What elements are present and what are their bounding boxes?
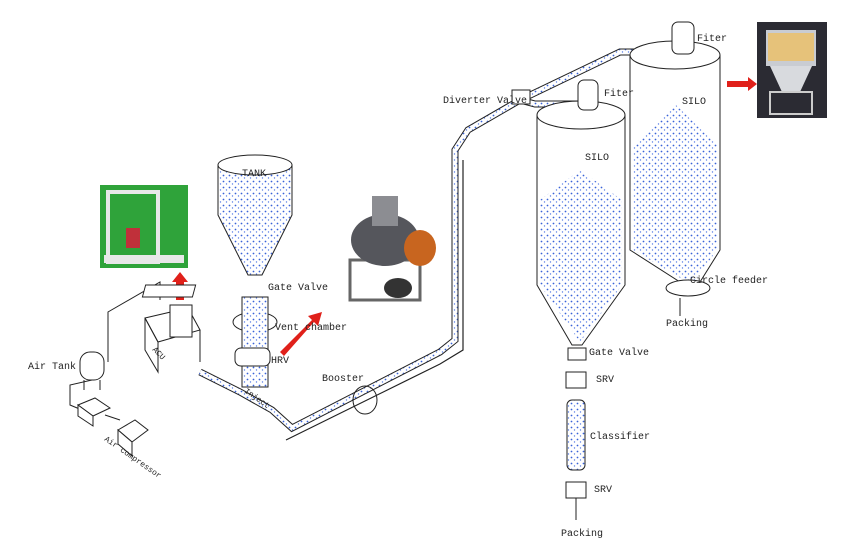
air-line [69, 281, 161, 421]
label-acu: ACU [150, 346, 167, 363]
label-gate-valve-silo: Gate Valve [589, 347, 649, 359]
label-srv-bottom: SRV [594, 485, 612, 496]
label-packing-bottom: Packing [561, 528, 603, 540]
label-vent-chamber: Vent chamber [275, 322, 347, 334]
label-air-tank: Air Tank [28, 361, 76, 373]
tank [141, 154, 293, 388]
label-booster: Booster [322, 374, 364, 385]
label-tank: TANK [242, 169, 266, 180]
label-packing-right: Packing [666, 318, 708, 330]
label-classifier: Classifier [590, 431, 650, 443]
label-hrv: HRV [271, 356, 289, 367]
acu-unit [144, 304, 201, 374]
label-gate-valve-tank: Gate Valve [268, 282, 328, 294]
label-silo-right: SILO [682, 97, 706, 108]
label-diverter-valve: Diverter Valve [443, 95, 527, 107]
rotary-valve-photo [348, 196, 436, 302]
diverter-valve [511, 89, 531, 105]
label-circle-feeder: Circle feeder [690, 275, 768, 287]
acu-photo [100, 185, 188, 268]
arrow-right-icon [727, 77, 757, 91]
silo-right [629, 21, 721, 316]
silo-left [536, 79, 626, 520]
label-silo-left: SILO [585, 153, 609, 164]
air-tank [79, 351, 105, 390]
label-srv-top: SRV [596, 375, 614, 386]
label-filter-mid: Fiter [604, 88, 634, 100]
label-filter-top: Fiter [697, 33, 727, 45]
arrow-diagonal-icon [280, 312, 322, 356]
air-compressor [76, 397, 149, 458]
filter-photo [757, 22, 827, 118]
